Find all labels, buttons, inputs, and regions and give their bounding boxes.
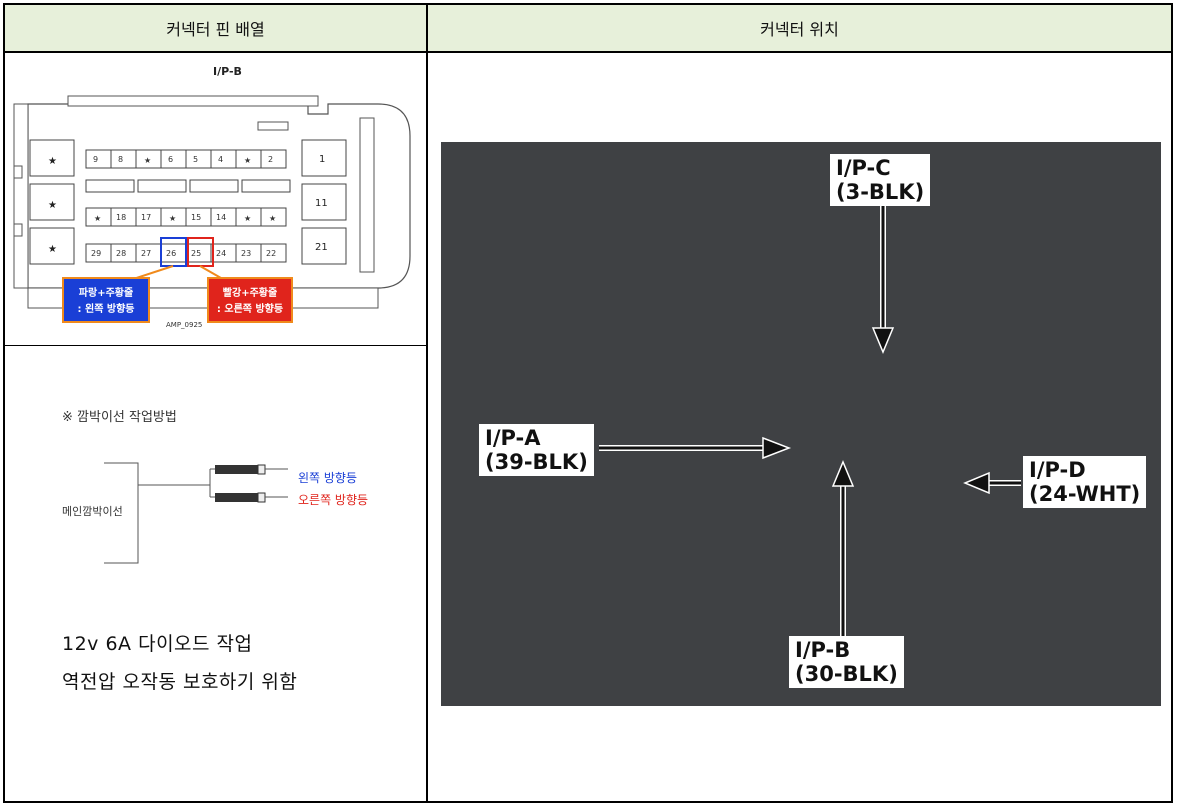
pin-label-1: 1 — [319, 154, 325, 165]
pin-8: 8 — [118, 155, 123, 164]
pin-9: 9 — [93, 155, 98, 164]
red-callout-line2: : 오른쪽 방향등 — [217, 302, 283, 315]
note-line-2: 역전압 오작동 보호하기 위함 — [62, 671, 298, 693]
connector-housing — [27, 103, 411, 289]
left-star-1: ★ — [48, 156, 57, 167]
pin-23: 23 — [241, 249, 251, 258]
header-divider — [5, 51, 1171, 53]
pin-13-star: ★ — [244, 214, 251, 223]
header-right-label: 커넥터 위치 — [760, 20, 839, 39]
diode-left — [215, 465, 265, 474]
left-star-2: ★ — [48, 200, 57, 211]
pin-7-star: ★ — [144, 156, 151, 165]
pin-6: 6 — [168, 155, 173, 164]
pin-19-star: ★ — [94, 214, 101, 223]
pin-row-1: 9 8 ★ 6 5 4 ★ 2 — [85, 149, 287, 169]
pin-26: 26 — [166, 249, 176, 258]
fuse-box-photo: I/P-C (3-BLK) I/P-A (39-BLK) I/P-D (24-W… — [441, 142, 1161, 706]
pin-label-11: 11 — [315, 198, 328, 209]
left-cell-bottom — [29, 227, 75, 265]
pin-18: 18 — [116, 213, 126, 222]
pin-26-highlight — [160, 237, 187, 267]
label-ipd: I/P-D (24-WHT) — [1023, 456, 1147, 508]
pin-2: 2 — [268, 155, 273, 164]
arrow-ipa — [599, 436, 792, 460]
pin-15: 15 — [191, 213, 201, 222]
pin-5: 5 — [193, 155, 198, 164]
arrow-ipc — [871, 206, 895, 354]
wiring-guide-title: ※ 깜박이선 작업방법 — [62, 410, 177, 425]
pin-25: 25 — [191, 249, 201, 258]
arrow-ipb — [831, 460, 855, 638]
left-star-3: ★ — [48, 244, 57, 255]
red-callout — [207, 277, 293, 323]
pin-17: 17 — [141, 213, 151, 222]
pin-24: 24 — [216, 249, 226, 258]
header-right: 커넥터 위치 — [428, 5, 1171, 51]
pin-16-star: ★ — [169, 214, 176, 223]
left-cell-divider — [5, 345, 427, 346]
table-frame — [3, 3, 1173, 803]
blue-callout-line1: 파랑+주황줄 — [79, 286, 133, 299]
header-left-label: 커넥터 핀 배열 — [166, 20, 265, 39]
right-cell-bottom — [301, 227, 347, 265]
wiring-guide-diagram — [104, 462, 288, 564]
diode-right — [215, 493, 265, 502]
arrow-ipd — [963, 471, 1021, 495]
header-left: 커넥터 핀 배열 — [5, 5, 426, 51]
pin-3-star: ★ — [244, 156, 251, 165]
main-wire-label: 메인깜박이선 — [62, 505, 123, 518]
pin-22: 22 — [266, 249, 276, 258]
pin-label-21: 21 — [315, 242, 328, 253]
column-divider — [426, 5, 428, 801]
pin-14: 14 — [216, 213, 226, 222]
left-cell-middle — [29, 183, 75, 221]
blue-callout-line2: : 왼쪽 방향등 — [78, 302, 135, 315]
label-ipa: I/P-A (39-BLK) — [479, 424, 594, 476]
pin-4: 4 — [218, 155, 223, 164]
right-cell-middle — [301, 183, 347, 221]
red-callout-line1: 빨강+주황줄 — [223, 286, 277, 299]
connector-pin-diagram: I/P-B ★ ★ ★ 1 11 21 9 8 ★ 6 5 4 ★ 2 — [13, 65, 411, 329]
pin-12-star: ★ — [269, 214, 276, 223]
pin-27: 27 — [141, 249, 151, 258]
connector-name: I/P-B — [213, 65, 242, 78]
note-line-1: 12v 6A 다이오드 작업 — [62, 633, 253, 655]
pin-row-2: ★ 18 17 ★ 15 14 ★ ★ — [85, 207, 287, 227]
pin-29: 29 — [91, 249, 101, 258]
label-ipb: I/P-B (30-BLK) — [789, 636, 904, 688]
figure-code: AMP_0925 — [166, 321, 202, 329]
left-signal-label: 왼쪽 방향등 — [298, 471, 358, 485]
pin-28: 28 — [116, 249, 126, 258]
right-cell-top — [301, 139, 347, 177]
left-cell-top — [29, 139, 75, 177]
label-ipc: I/P-C (3-BLK) — [830, 154, 931, 206]
blue-callout — [62, 277, 150, 323]
right-signal-label: 오른쪽 방향등 — [298, 493, 369, 507]
